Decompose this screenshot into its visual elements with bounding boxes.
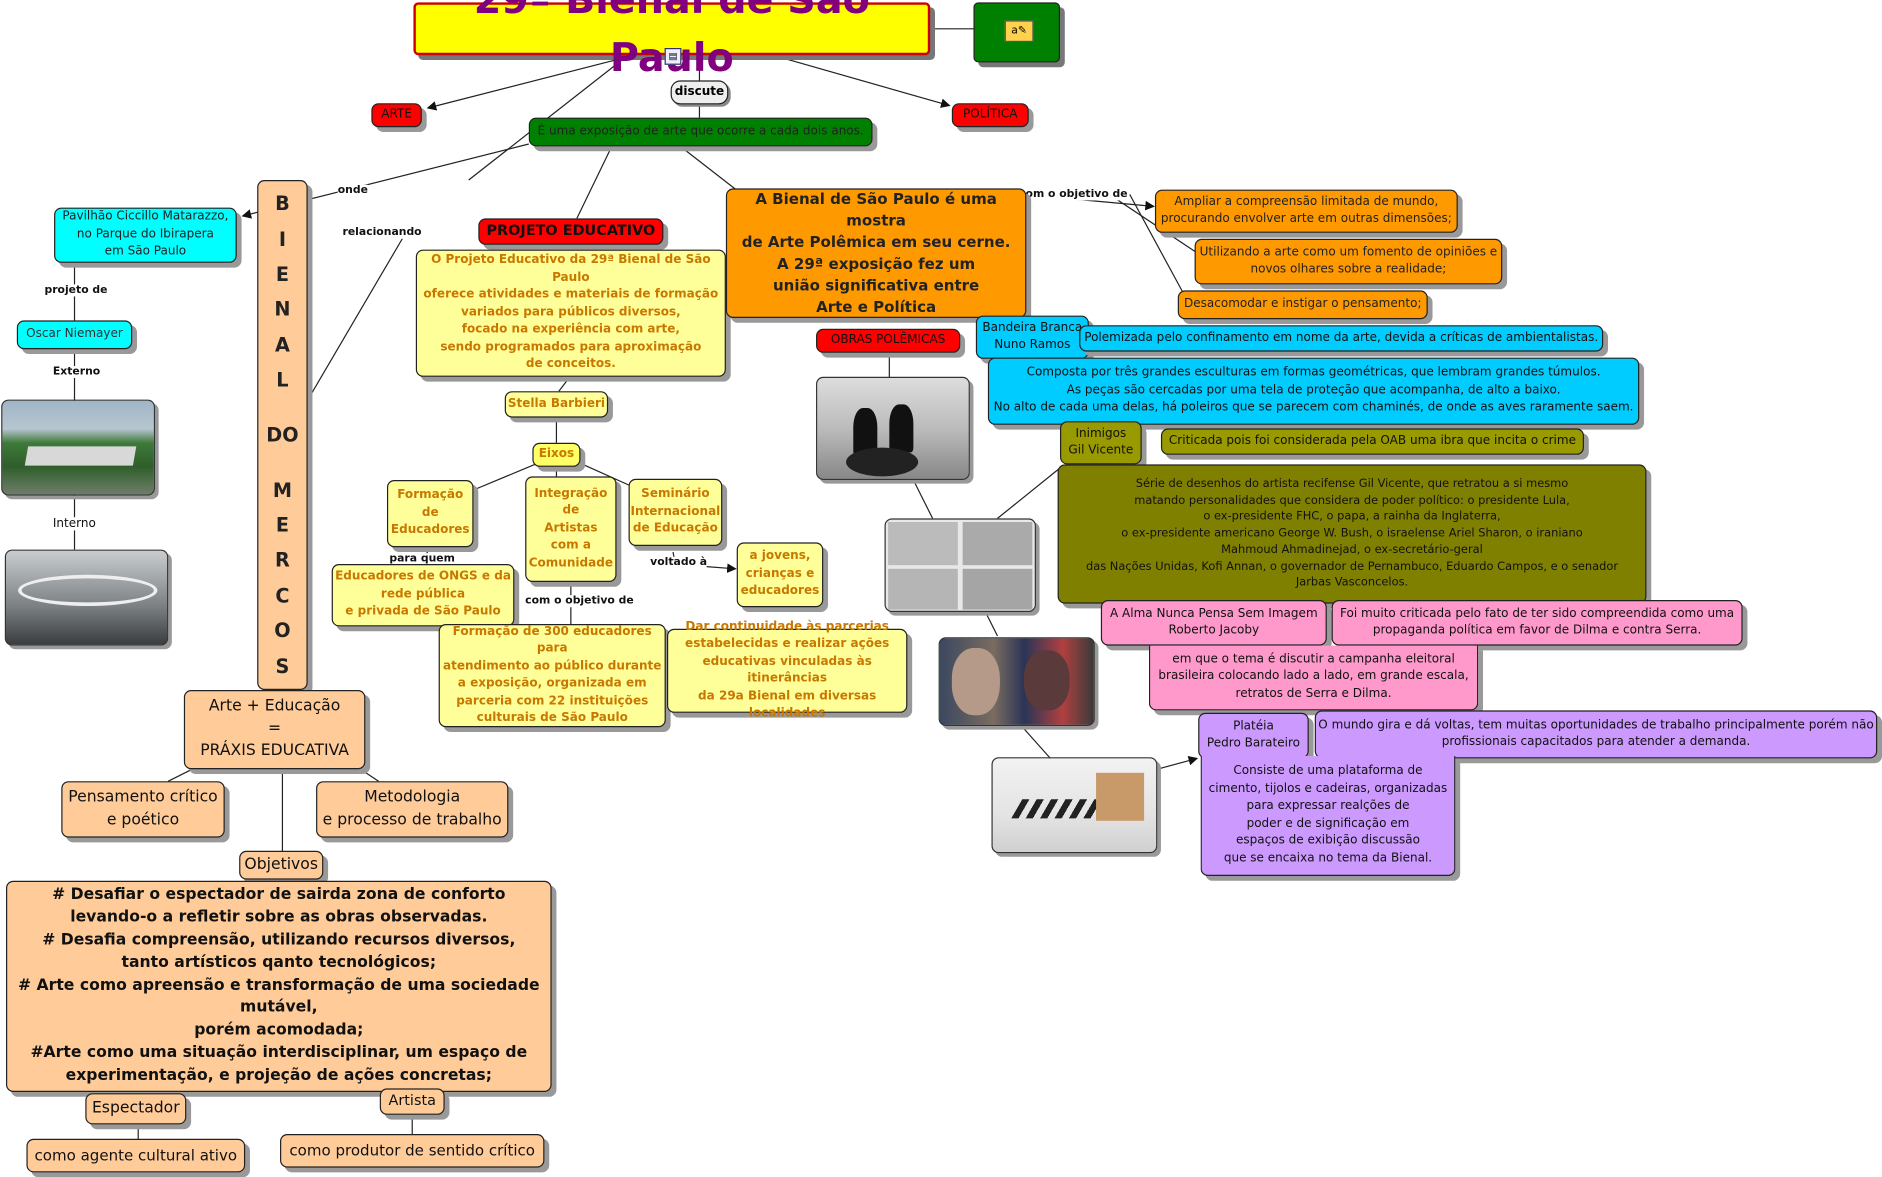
objetivo-ampliar-node[interactable]: Ampliar a compreensão limitada de mundo,… <box>1155 190 1458 233</box>
bienal-letter: E <box>276 511 289 539</box>
projeto-de-label: projeto de <box>44 284 107 296</box>
edit-icon: a✎ <box>1005 20 1034 42</box>
bienal-letter: L <box>276 366 288 394</box>
objetivo-fomento-node[interactable]: Utilizando a arte como um fomento de opi… <box>1195 239 1503 285</box>
stella-node[interactable]: Stella Barbieri <box>505 391 608 417</box>
composta-node[interactable]: Composta por três grandes esculturas em … <box>988 358 1639 425</box>
relacionando-label: relacionando <box>343 227 422 239</box>
pavilhao-node[interactable]: Pavilhão Ciccillo Matarazzo, no Parque d… <box>54 208 237 263</box>
pensamento-node[interactable]: Pensamento crítico e poético <box>61 781 224 837</box>
pavilhao-exterior-photo <box>1 400 155 496</box>
muito-criticada-node[interactable]: Foi muito criticada pelo fato de ter sid… <box>1332 600 1743 646</box>
artista-node[interactable]: Artista <box>380 1088 445 1114</box>
bandeira-branca-node[interactable]: Bandeira Branca Nuno Ramos <box>976 316 1089 359</box>
jovens-node[interactable]: a jovens, crianças e educadores <box>737 542 824 607</box>
serie-node[interactable]: Série de desenhos do artista recifense G… <box>1058 464 1647 603</box>
portraits-photo <box>939 637 1095 726</box>
bienal-letter: E <box>276 260 289 288</box>
objetivo-eixos-label: com o objetivo de <box>525 595 634 607</box>
integracao-node[interactable]: Integração de Artistas com a Comunidade <box>525 476 616 582</box>
agente-node[interactable]: como agente cultural ativo <box>26 1139 245 1173</box>
formacao300-node[interactable]: Formação de 300 educadores para atendime… <box>439 624 666 727</box>
drawings-photo <box>885 518 1036 612</box>
discute-label: discute <box>671 80 729 104</box>
objetivos-node[interactable]: Objetivos <box>239 851 323 880</box>
bienal-letter: N <box>274 296 290 324</box>
eixos-node[interactable]: Eixos <box>532 443 580 467</box>
plataforma-node[interactable]: Consiste de uma plataforma de cimento, t… <box>1201 756 1456 876</box>
politica-node[interactable]: POLÍTICA <box>952 103 1029 127</box>
projeto-desc-node[interactable]: O Projeto Educativo da 29ª Bienal de São… <box>416 250 726 377</box>
exposicao-node[interactable]: É uma exposição de arte que ocorre a cad… <box>529 118 873 147</box>
objetivos-desc-node[interactable]: # Desafiar o espectador de sairda zona d… <box>6 881 552 1092</box>
espectador-node[interactable]: Espectador <box>85 1093 186 1124</box>
bienal-letter: A <box>275 331 290 359</box>
metodologia-node[interactable]: Metodologia e processo de trabalho <box>316 781 508 837</box>
oscar-node[interactable]: Oscar Niemayer <box>17 320 132 349</box>
arte-node[interactable]: ARTE <box>371 103 421 127</box>
note-icon[interactable]: ▤ <box>665 48 682 65</box>
bienal-letter: DO <box>266 421 298 449</box>
objetivo-label: com o objetivo de <box>1019 188 1127 200</box>
bienal-letter: R <box>275 546 290 574</box>
criticada-oab-node[interactable]: Criticada pois foi considerada pela OAB … <box>1161 428 1584 454</box>
produtor-node[interactable]: como produtor de sentido crítico <box>280 1134 544 1168</box>
continuidade-node[interactable]: Dar continuidade às parcerias estabeleci… <box>667 629 907 713</box>
objetivo-desacomodar-node[interactable]: Desacomodar e instigar o pensamento; <box>1178 290 1428 319</box>
bienal-letter: I <box>279 225 286 253</box>
educadores-ongs-node[interactable]: Educadores de ONGS e da rede pública e p… <box>332 564 515 626</box>
polemizada-node[interactable]: Polemizada pelo confinamento em nome da … <box>1079 325 1603 351</box>
obras-polemicas-node[interactable]: OBRAS POLÊMICAS <box>816 329 960 353</box>
mostra-node[interactable]: A Bienal de São Paulo é uma mostra de Ar… <box>726 188 1026 318</box>
bienal-letter: C <box>275 582 289 610</box>
externo-label: Externo <box>53 366 100 378</box>
page-title: 29ª Bienal de São Paulo <box>416 0 928 86</box>
seminario-node[interactable]: Seminário Internacional de Educação <box>629 479 723 546</box>
vultures-photo <box>816 377 970 480</box>
projeto-educativo-node[interactable]: PROJETO EDUCATIVO <box>478 218 663 244</box>
bienal-letter: B <box>275 190 290 218</box>
alma-node[interactable]: A Alma Nunca Pensa Sem Imagem Roberto Ja… <box>1101 600 1327 646</box>
interno-label: Interno <box>53 517 96 530</box>
tema-node[interactable]: em que o tema é discutir a campanha elei… <box>1149 646 1478 711</box>
voltado-label: voltado à <box>650 557 707 569</box>
pavilhao-interior-photo <box>5 550 168 646</box>
plateia-node[interactable]: Platéia Pedro Barateiro <box>1198 713 1309 759</box>
bienal-letter: O <box>274 617 290 645</box>
onde-label: onde <box>338 185 368 197</box>
bienal-letter: S <box>275 652 289 680</box>
flag-node[interactable]: a✎ <box>973 2 1060 62</box>
plateia-photo <box>991 757 1157 853</box>
formacao-node[interactable]: Formação de Educadores <box>387 480 474 547</box>
bienal-letter: M <box>273 476 292 504</box>
mundo-gira-node[interactable]: O mundo gira e dá voltas, tem muitas opo… <box>1315 710 1877 758</box>
arte-educacao-node[interactable]: Arte + Educação = PRÁXIS EDUCATIVA <box>184 690 365 769</box>
inimigos-node[interactable]: Inimigos Gil Vicente <box>1060 421 1142 464</box>
